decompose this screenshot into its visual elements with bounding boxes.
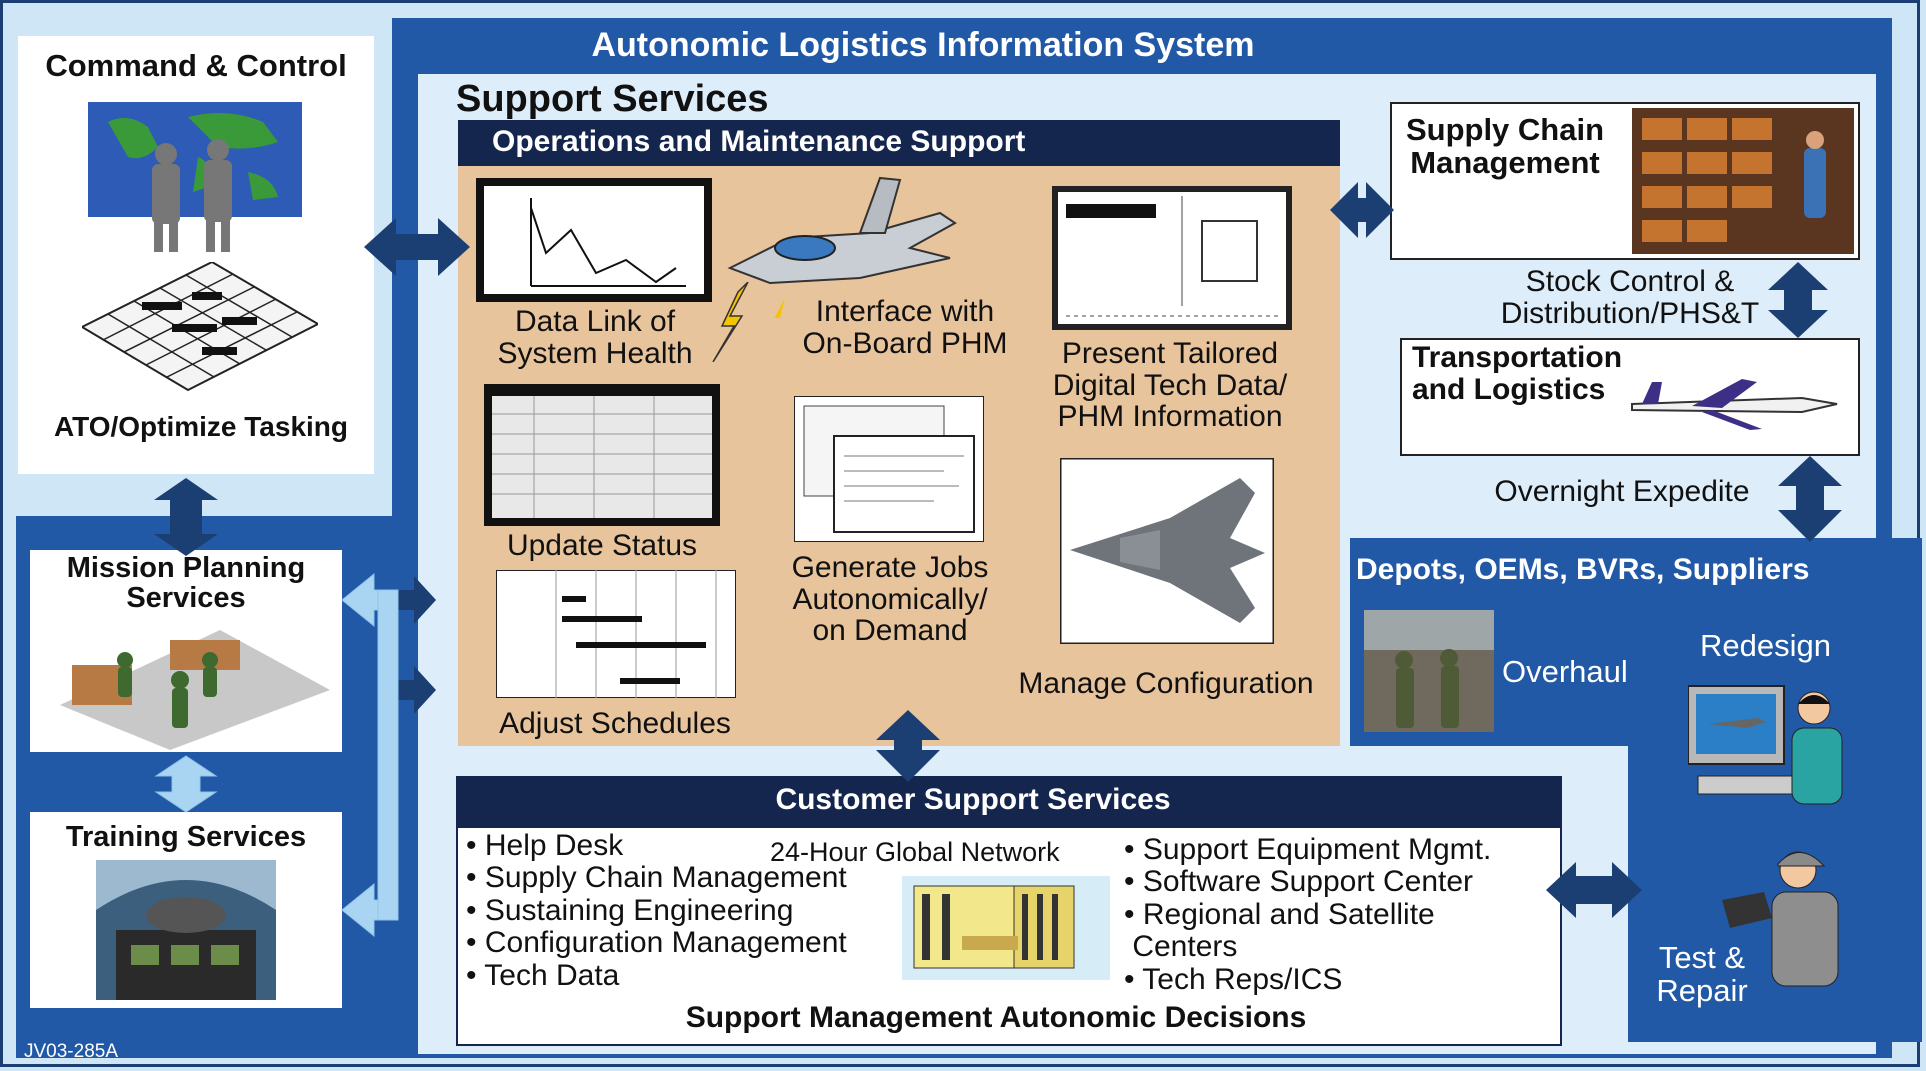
- alis-title: Autonomic Logistics Information System: [591, 26, 1255, 64]
- datalink-lightning-icon: [712, 282, 749, 362]
- list-item: Tech Reps/ICS: [1124, 963, 1491, 996]
- list-item: Software Support Center: [1124, 865, 1491, 898]
- depots-label: Depots, OEMs, BVRs, Suppliers: [1356, 553, 1810, 586]
- update-status-label: Update Status: [506, 529, 698, 562]
- cc-mission-arrow: [154, 478, 218, 556]
- cockpit-simulator-image: [96, 860, 276, 1000]
- redesign-workstation-image: [1688, 685, 1843, 805]
- depots-area-side: [1628, 746, 1922, 1042]
- support-building-image: [902, 876, 1110, 980]
- overnight-expedite-label: Overnight Expedite: [1494, 475, 1750, 508]
- ops-supply-arrow: [1330, 182, 1394, 238]
- test-repair-label: Test & Repair: [1656, 940, 1748, 1008]
- overhaul-photo-image: [1364, 610, 1494, 732]
- warehouse-image: [1632, 108, 1854, 254]
- transportation-panel: [1400, 338, 1860, 456]
- list-item: Tech Data: [466, 959, 847, 992]
- figure-id: JV03-285A: [24, 1041, 119, 1062]
- ato-grid-image: [82, 262, 318, 392]
- redesign-label: Redesign: [1700, 628, 1831, 663]
- list-item: Support Equipment Mgmt.: [1124, 833, 1492, 866]
- data-link-label: Data Link of System Health: [497, 305, 693, 370]
- list-item: Regional and Satellite Centers: [1124, 898, 1491, 964]
- ato-tasking-label: ATO/Optimize Tasking: [53, 411, 349, 442]
- customer-support-header: [456, 776, 1562, 826]
- system-health-chart-image: [476, 178, 712, 302]
- customer-support-left-list: Help Desk Supply Chain Management Sustai…: [466, 829, 847, 992]
- mission-planning-room-image: [60, 630, 330, 750]
- list-item: Supply Chain Management: [466, 861, 847, 894]
- test-repair-technician-image: [1722, 851, 1839, 987]
- ops-maint-title: Operations and Maintenance Support: [492, 125, 1026, 158]
- customer-support-right-list: Support Equipment Mgmt. Software Support…: [1124, 833, 1492, 996]
- list-item: Sustaining Engineering: [466, 894, 847, 927]
- overhaul-label: Overhaul: [1502, 654, 1628, 689]
- supply-transport-arrow: [1768, 262, 1828, 338]
- list-item: Configuration Management: [466, 926, 847, 959]
- stock-control-label: Stock Control & Distribution/PHS&T: [1500, 265, 1760, 330]
- configuration-jet-image: [1060, 458, 1274, 644]
- list-item: Help Desk: [466, 829, 847, 862]
- training-services-label: Training Services: [65, 821, 307, 853]
- schedule-gantt-image: [496, 570, 736, 698]
- mission-planning-label: Mission Planning Services: [66, 552, 306, 615]
- adjust-schedules-label: Adjust Schedules: [499, 707, 731, 740]
- transportation-label: Transportation and Logistics: [1412, 341, 1623, 406]
- tech-data-screen-image: [1052, 186, 1292, 330]
- generate-jobs-label: Generate Jobs Autonomically/ on Demand: [791, 551, 989, 647]
- customer-support-title: Customer Support Services: [775, 783, 1171, 816]
- light-bus-vertical: [377, 589, 399, 921]
- ops-maint-header: [458, 120, 1340, 166]
- supply-chain-label: Supply Chain Management: [1405, 112, 1605, 180]
- mission-ops-arrow-2: [388, 666, 436, 714]
- customer-depots-arrow: [1546, 862, 1642, 918]
- status-table-image: [484, 384, 720, 526]
- interface-phm-label: Interface with On-Board PHM: [802, 295, 1008, 360]
- command-control-label: Command & Control: [45, 48, 347, 83]
- present-tech-data-label: Present Tailored Digital Tech Data/ PHM …: [1052, 337, 1288, 433]
- job-windows-image: [794, 396, 984, 542]
- fighter-jet-phm-image: [727, 176, 957, 318]
- mission-training-arrow: [154, 755, 218, 813]
- world-map-briefing-image: [88, 102, 302, 252]
- support-services-title: Support Services: [456, 78, 769, 120]
- global-network-label: 24-Hour Global Network: [770, 837, 1060, 867]
- ops-customer-arrow: [876, 710, 940, 782]
- command-ops-arrow: [364, 218, 470, 276]
- mission-ops-arrow-1: [388, 576, 436, 624]
- cargo-airplane-image: [1631, 379, 1838, 430]
- manage-configuration-label: Manage Configuration: [1018, 667, 1314, 700]
- autonomic-decisions-label: Support Management Autonomic Decisions: [685, 1001, 1307, 1034]
- transport-depots-arrow: [1778, 456, 1842, 542]
